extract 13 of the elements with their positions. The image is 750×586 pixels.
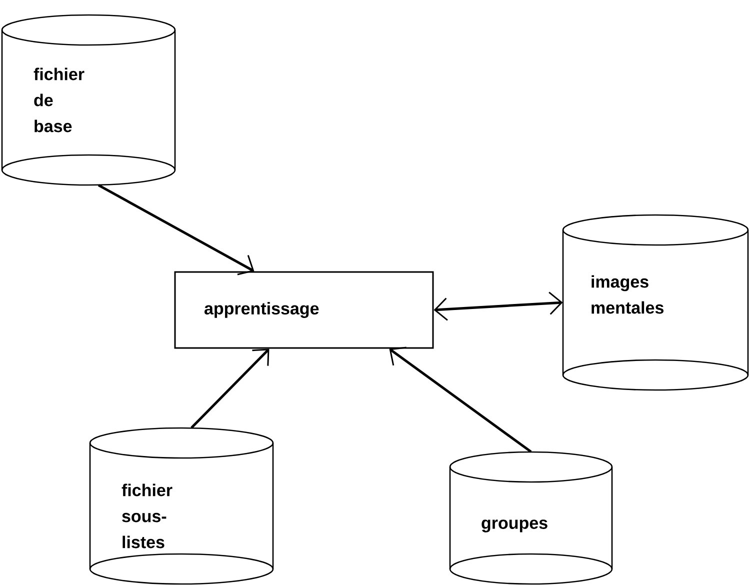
arrow xyxy=(98,184,254,276)
node-label: fichier de base xyxy=(34,68,84,132)
arrow xyxy=(389,346,532,453)
database-cylinder: images mentales xyxy=(562,214,749,391)
arrow xyxy=(190,348,270,429)
database-cylinder: fichier de base xyxy=(1,14,176,186)
node-label: images mentales xyxy=(592,275,664,314)
node-label: groupes xyxy=(482,520,548,532)
database-cylinder: fichier sous-listes xyxy=(89,427,274,585)
process-box: apprentissage xyxy=(174,271,434,349)
arrow xyxy=(434,292,563,321)
node-label: fichier sous-listes xyxy=(122,484,172,548)
database-cylinder: groupes xyxy=(449,451,613,585)
